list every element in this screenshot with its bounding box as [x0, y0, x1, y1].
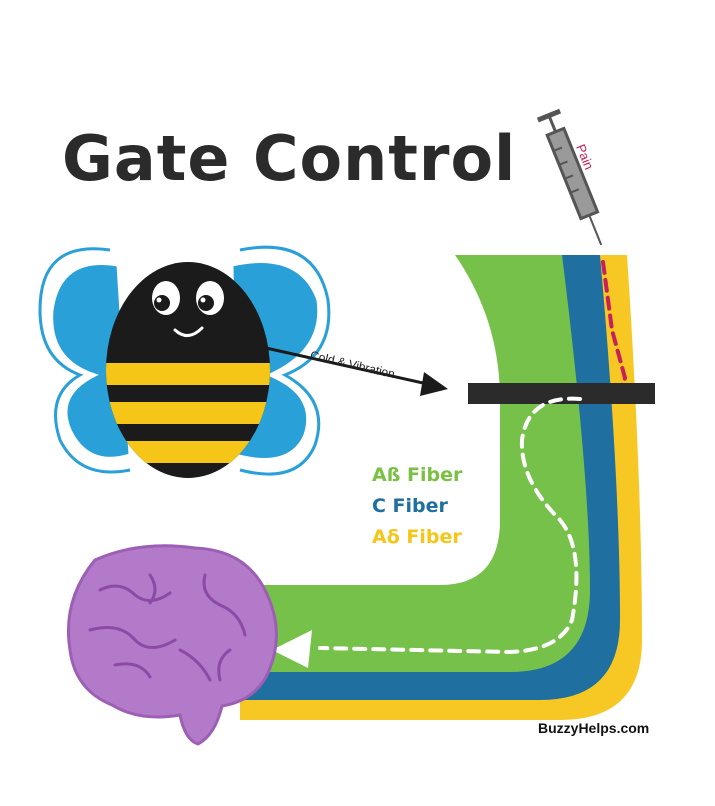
bee-icon: [38, 245, 331, 478]
gate-bar: [468, 383, 655, 404]
legend-ab-fiber: Aß Fiber: [372, 464, 463, 486]
legend-ad-fiber: Aδ Fiber: [372, 526, 462, 548]
credit-text: BuzzyHelps.com: [538, 720, 650, 736]
signal-arrowhead: [272, 630, 312, 668]
brain-icon: [66, 544, 278, 746]
signal-to-brain-line: [318, 396, 582, 655]
cold-vibration-arrow: [265, 346, 448, 396]
legend-c-fiber: C Fiber: [372, 495, 448, 517]
nerve-fibers: [240, 255, 642, 720]
page-title: Gate Control: [62, 122, 517, 195]
syringe-icon: [536, 108, 603, 246]
fiber-green-band: [240, 255, 590, 672]
